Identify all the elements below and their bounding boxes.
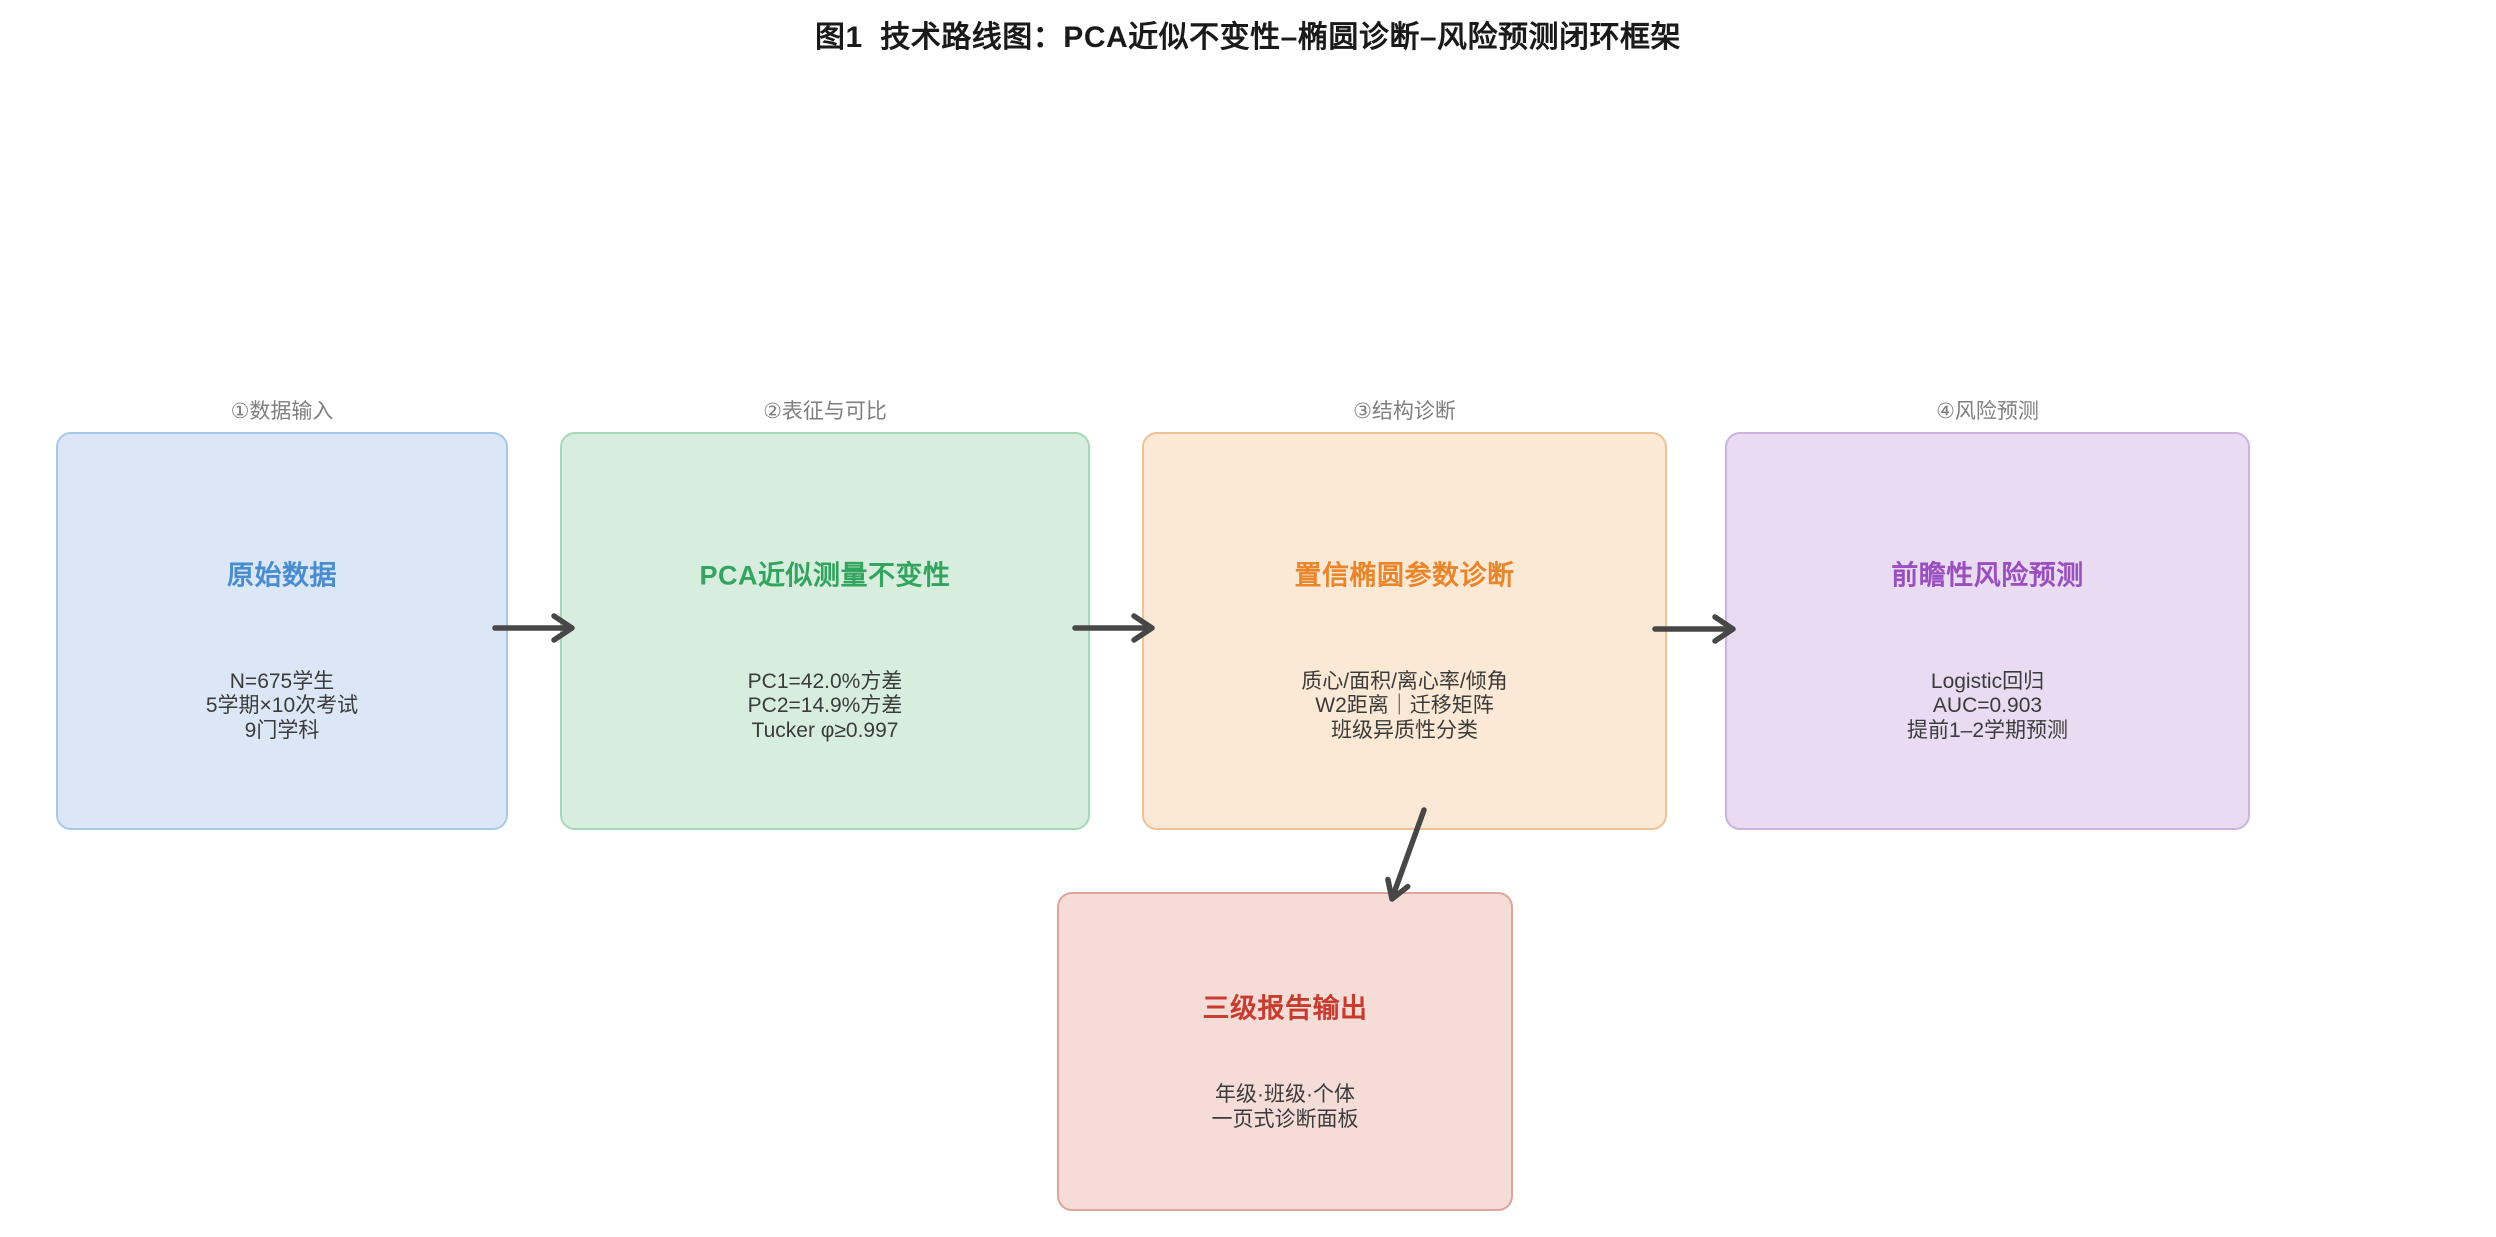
box-title: 原始数据 bbox=[227, 560, 337, 591]
box-risk-prediction: 前瞻性风险预测 Logistic回归 AUC=0.903 提前1–2学期预测 bbox=[1725, 432, 2250, 830]
box-body-line: Logistic回归 bbox=[1930, 669, 2045, 693]
box-body: N=675学生 5学期×10次考试 9门学科 bbox=[58, 669, 506, 743]
stage-label-1: ①数据输入 bbox=[230, 400, 334, 423]
box-body-line: 提前1–2学期预测 bbox=[1906, 719, 2069, 743]
box-body: 年级·班级·个体 一页式诊断面板 bbox=[1059, 1083, 1511, 1133]
box-body-line: W2距离｜迁移矩阵 bbox=[1315, 694, 1494, 718]
box-body: PC1=42.0%方差 PC2=14.9%方差 Tucker φ≥0.997 bbox=[562, 669, 1088, 743]
stage-label-2: ②表征与可比 bbox=[763, 400, 887, 423]
box-body-line: 年级·班级·个体 bbox=[1215, 1083, 1355, 1107]
box-body-line: AUC=0.903 bbox=[1932, 694, 2043, 718]
box-title: 三级报告输出 bbox=[1202, 993, 1368, 1024]
stage-label-4: ④风险预测 bbox=[1936, 400, 2039, 423]
box-ellipse-diagnosis: 置信椭圆参数诊断 质心/面积/离心率/倾角 W2距离｜迁移矩阵 班级异质性分类 bbox=[1142, 432, 1667, 830]
box-body-line: Tucker φ≥0.997 bbox=[751, 719, 899, 743]
box-pca-invariance: PCA近似测量不变性 PC1=42.0%方差 PC2=14.9%方差 Tucke… bbox=[560, 432, 1090, 830]
figure-title: 图1 技术路线图：PCA近似不变性–椭圆诊断–风险预测闭环框架 bbox=[814, 21, 1682, 54]
box-body-line: 班级异质性分类 bbox=[1331, 719, 1478, 743]
box-body-line: 质心/面积/离心率/倾角 bbox=[1301, 669, 1508, 693]
box-report-output: 三级报告输出 年级·班级·个体 一页式诊断面板 bbox=[1057, 892, 1513, 1211]
box-body-line: 5学期×10次考试 bbox=[205, 694, 359, 718]
box-raw-data: 原始数据 N=675学生 5学期×10次考试 9门学科 bbox=[56, 432, 508, 830]
box-body: Logistic回归 AUC=0.903 提前1–2学期预测 bbox=[1727, 669, 2248, 743]
stage-label-3: ③结构诊断 bbox=[1353, 400, 1456, 423]
box-body: 质心/面积/离心率/倾角 W2距离｜迁移矩阵 班级异质性分类 bbox=[1144, 669, 1665, 743]
box-body-line: PC2=14.9%方差 bbox=[747, 694, 903, 718]
box-body-line: 一页式诊断面板 bbox=[1211, 1108, 1359, 1132]
box-body-line: 9门学科 bbox=[244, 719, 320, 743]
box-body-line: PC1=42.0%方差 bbox=[747, 669, 903, 693]
box-title: 前瞻性风险预测 bbox=[1891, 560, 2084, 591]
box-body-line: N=675学生 bbox=[229, 669, 335, 693]
box-title: 置信椭圆参数诊断 bbox=[1294, 560, 1515, 591]
box-title: PCA近似测量不变性 bbox=[699, 560, 951, 591]
